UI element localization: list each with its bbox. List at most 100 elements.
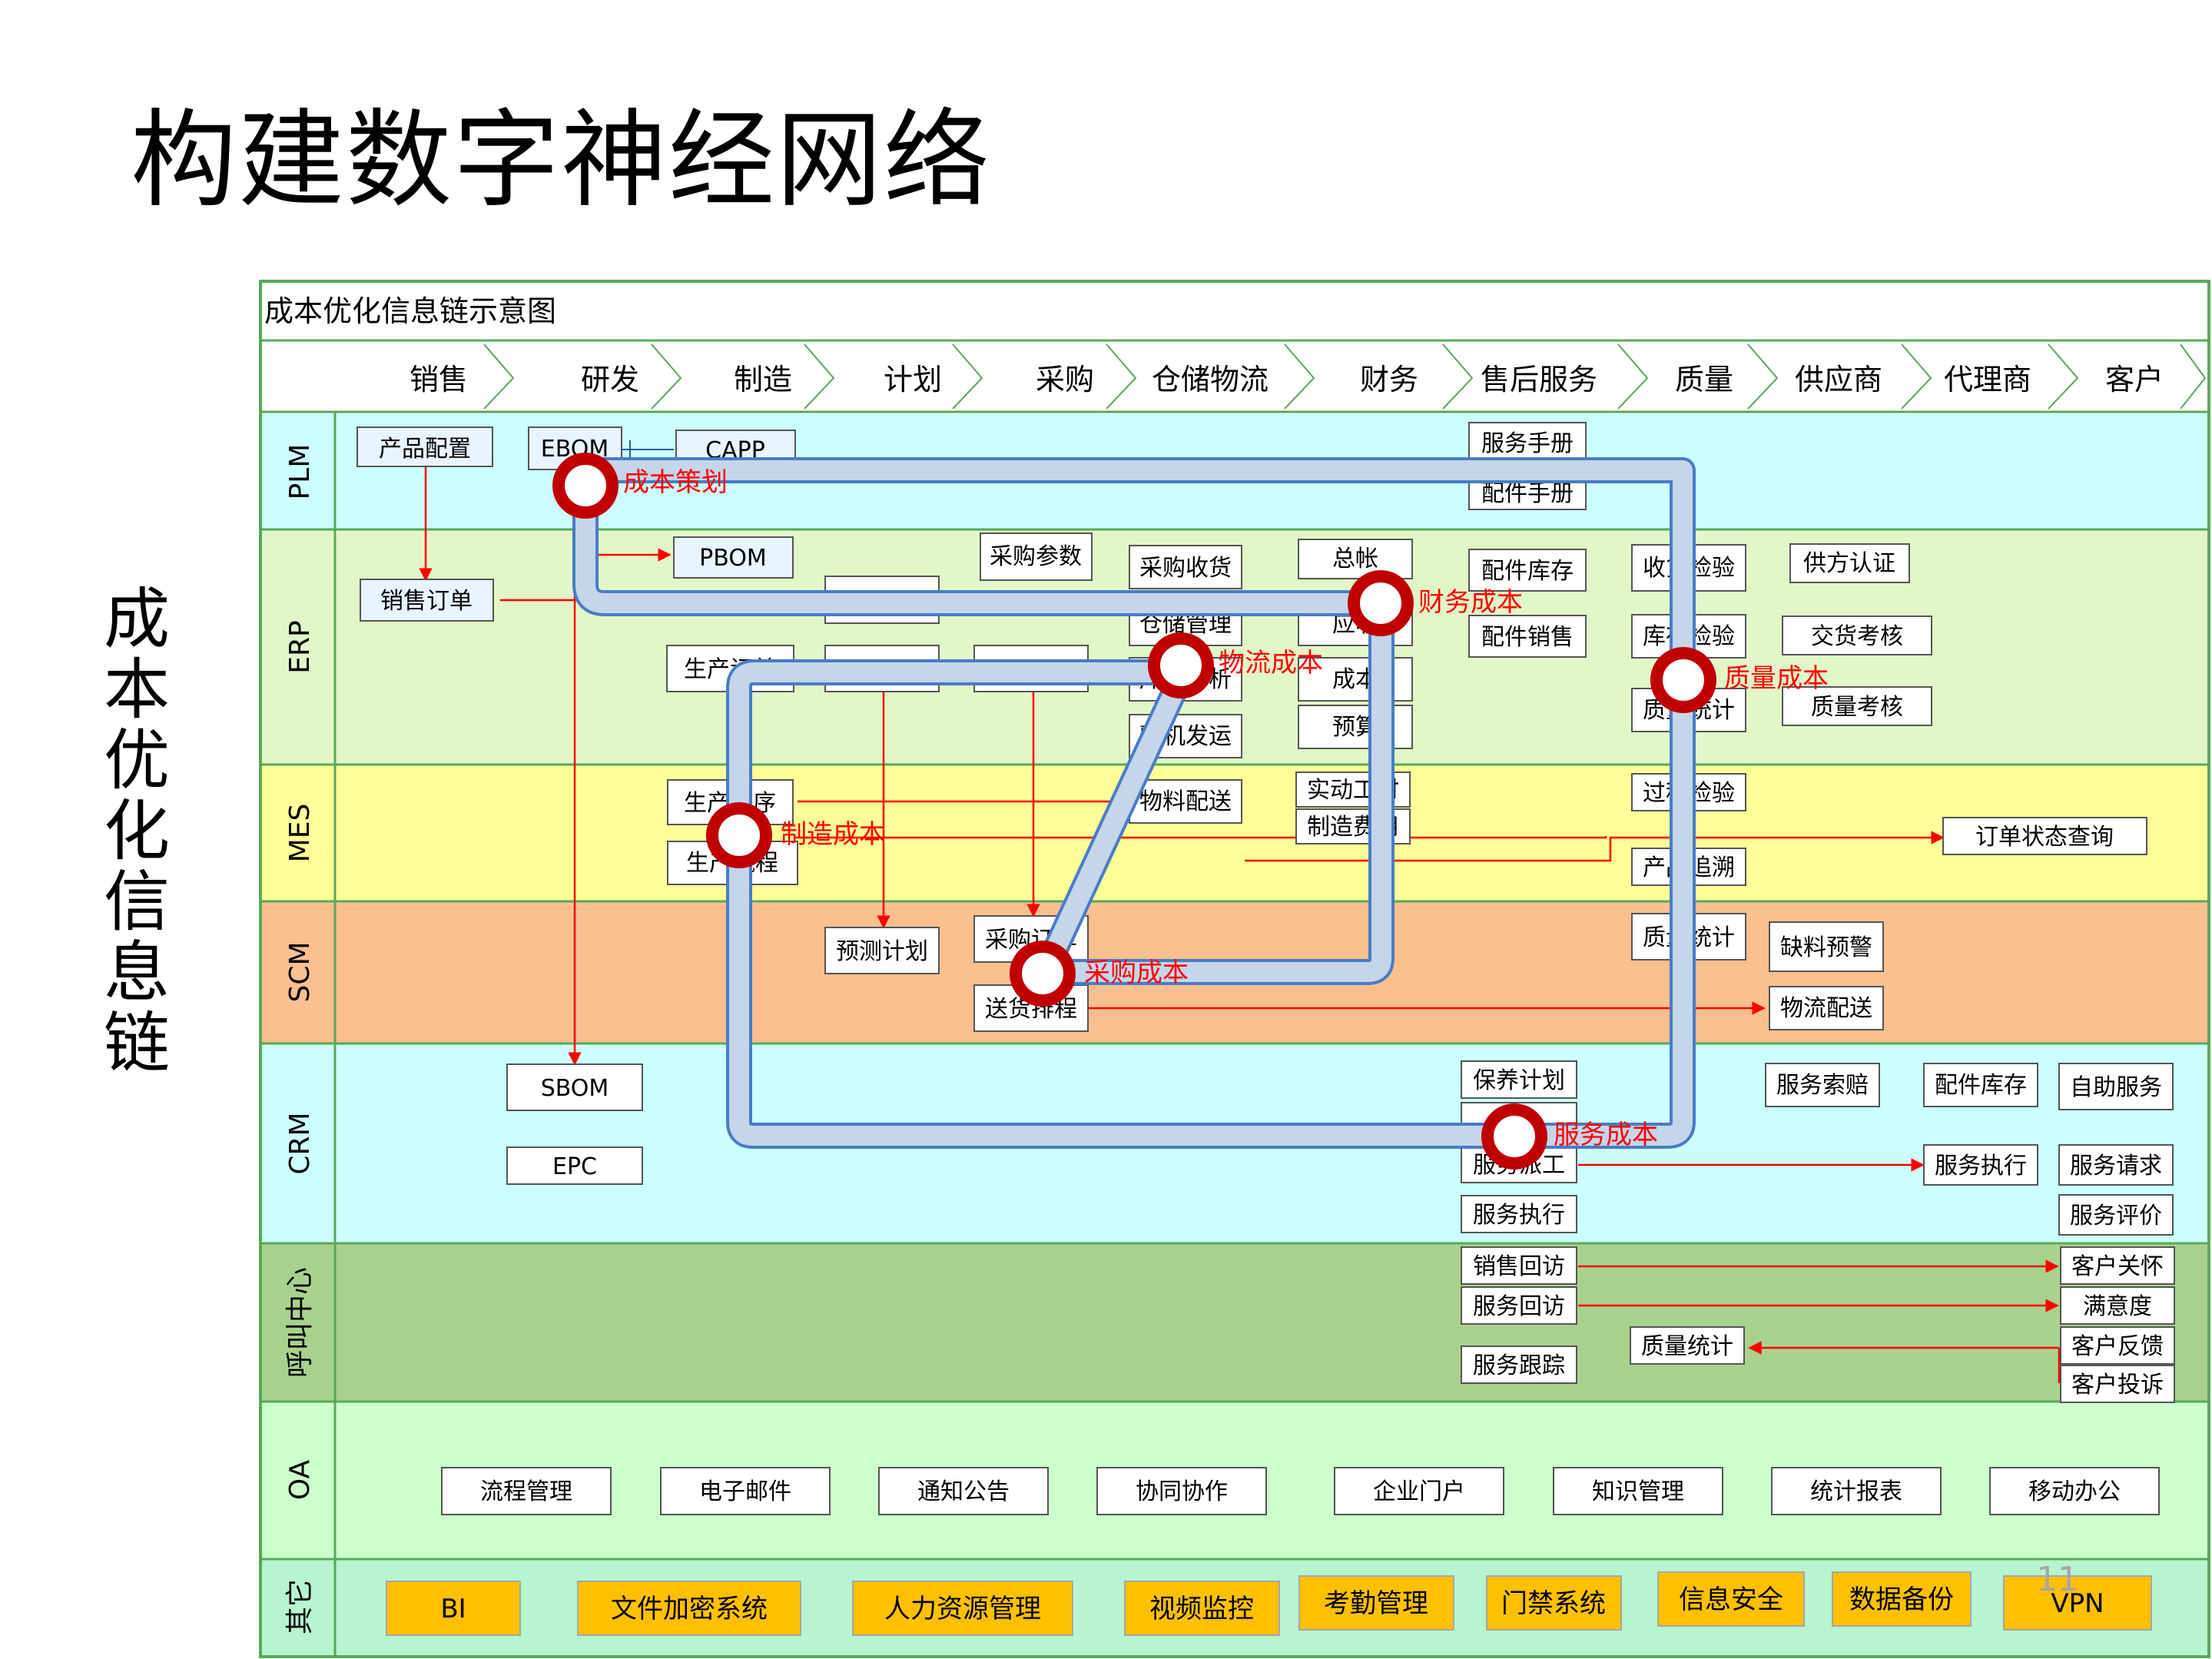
svg-text:客户反馈: 客户反馈	[2071, 1333, 2164, 1360]
svg-text:信息安全: 信息安全	[1679, 1584, 1783, 1615]
box-logistics-delivery: 物流配送	[1769, 986, 1884, 1030]
svg-text:自助服务: 自助服务	[2070, 1074, 2162, 1101]
box-service-execution: 服务执行	[1461, 1195, 1577, 1233]
lane-label-callcenter: 呼叫中心	[284, 1267, 316, 1378]
dept-quality: 质量	[1675, 363, 1733, 397]
oa-mobile: 移动办公	[1989, 1467, 2160, 1515]
other-attendance: 考勤管理	[1298, 1575, 1454, 1631]
svg-text:知识管理: 知识管理	[1592, 1478, 1684, 1505]
svg-text:流程管理: 流程管理	[480, 1478, 572, 1505]
lane-label-scm: SCM	[284, 941, 316, 1002]
svg-text:制造成本: 制造成本	[781, 819, 885, 850]
svg-text:采购成本: 采购成本	[1084, 957, 1189, 988]
box-service-evaluation: 服务评价	[2058, 1194, 2174, 1236]
svg-text:物流成本: 物流成本	[1219, 648, 1323, 679]
svg-text:供方认证: 供方认证	[1803, 550, 1895, 577]
svg-text:物料配送: 物料配送	[1139, 788, 1232, 815]
svg-text:服务跟踪: 服务跟踪	[1473, 1352, 1565, 1379]
other-video-surveillance: 视频监控	[1124, 1581, 1280, 1636]
svg-text:文件加密系统: 文件加密系统	[611, 1594, 768, 1624]
dept-customer: 客户	[2105, 363, 2164, 397]
marker-finance-cost: 财务成本	[1348, 570, 1523, 636]
box-sbom: SBOM	[506, 1063, 643, 1111]
svg-text:配件库存: 配件库存	[1481, 558, 1574, 585]
svg-text:成本策划: 成本策划	[623, 467, 728, 498]
cost-chain-diagram: 成本优化信息链示意图 销售 研发 制造 计划 采购 仓储物流 财务 售后服务 质…	[259, 280, 2210, 1658]
box-service-tracking: 服务跟踪	[1461, 1345, 1577, 1384]
svg-text:服务评价: 服务评价	[2070, 1203, 2162, 1229]
svg-text:BI: BI	[440, 1594, 466, 1624]
dept-supplier: 供应商	[1795, 363, 1882, 397]
svg-text:服务执行: 服务执行	[1935, 1153, 2027, 1180]
box-supplier-certification: 供方认证	[1789, 543, 1910, 583]
svg-text:保养计划: 保养计划	[1473, 1067, 1565, 1094]
box-product-config: 产品配置	[357, 426, 493, 467]
dept-manufacturing: 制造	[734, 363, 792, 397]
svg-text:服务回访: 服务回访	[1473, 1293, 1565, 1320]
marker-cost-planning: 成本策划	[552, 453, 728, 519]
cost-markers: 成本策划 财务成本 物流成本 质量成本 制造成本 采购成本 服务成本	[552, 453, 1829, 1170]
svg-text:客户投诉: 客户投诉	[2071, 1372, 2164, 1399]
box-service-callback: 服务回访	[1461, 1286, 1577, 1325]
cost-route	[572, 457, 1696, 1149]
dept-agent: 代理商	[1944, 363, 2031, 397]
box-shortage-warning: 缺料预警	[1769, 921, 1884, 972]
dept-warehouse-logistics: 仓储物流	[1152, 363, 1269, 397]
svg-text:订单状态查询: 订单状态查询	[1975, 824, 2114, 851]
svg-text:电子邮件: 电子邮件	[699, 1478, 791, 1505]
svg-text:服务成本: 服务成本	[1554, 1120, 1658, 1150]
box-maintenance-plan: 保养计划	[1461, 1060, 1577, 1099]
oa-reports: 统计报表	[1771, 1467, 1942, 1515]
svg-text:数据备份: 数据备份	[1849, 1584, 1954, 1615]
svg-text:服务执行: 服务执行	[1473, 1202, 1565, 1229]
lane-label-plm: PLM	[284, 444, 316, 500]
box-sales-order: 销售订单	[360, 579, 494, 622]
marker-purchasing-cost: 采购成本	[1010, 941, 1189, 1007]
box-customer-care: 客户关怀	[2060, 1246, 2175, 1285]
box-delivery-assessment: 交货考核	[1782, 615, 1932, 655]
svg-text:质量成本: 质量成本	[1724, 663, 1829, 694]
oa-workflow: 流程管理	[441, 1467, 612, 1515]
dept-purchasing: 采购	[1036, 363, 1094, 397]
lane-label-crm: CRM	[284, 1112, 316, 1174]
svg-text:移动办公: 移动办公	[2028, 1478, 2121, 1505]
marker-logistics-cost: 物流成本	[1148, 632, 1323, 698]
oa-portal: 企业门户	[1334, 1467, 1504, 1515]
svg-text:PBOM: PBOM	[699, 545, 767, 572]
dept-rnd: 研发	[581, 363, 639, 397]
dept-sales: 销售	[410, 363, 468, 397]
box-service-claim: 服务索赔	[1765, 1063, 1880, 1107]
svg-text:SBOM: SBOM	[541, 1075, 609, 1102]
connector-arrows	[419, 466, 2061, 1383]
side-title: 成本优化信息链	[104, 581, 170, 1082]
svg-text:门禁系统: 门禁系统	[1501, 1588, 1606, 1619]
svg-text:协同协作: 协同协作	[1136, 1478, 1228, 1505]
svg-text:财务成本: 财务成本	[1418, 587, 1523, 618]
page-number: 11	[2036, 1560, 2079, 1599]
svg-text:采购参数: 采购参数	[990, 543, 1082, 570]
dept-after-sales: 售后服务	[1481, 363, 1597, 397]
svg-text:配件库存: 配件库存	[1935, 1072, 2027, 1099]
box-budget: 预算	[1298, 705, 1413, 749]
svg-text:总帐: 总帐	[1332, 546, 1378, 572]
slide-title: 构建数字神经网络	[131, 98, 992, 222]
box-callcenter-quality-stats: 质量统计	[1630, 1326, 1745, 1365]
svg-text:客户关怀: 客户关怀	[2071, 1253, 2164, 1280]
box-sales-callback: 销售回访	[1461, 1246, 1577, 1285]
svg-text:考勤管理: 考勤管理	[1324, 1588, 1428, 1619]
other-file-encryption: 文件加密系统	[577, 1581, 801, 1636]
svg-text:缺料预警: 缺料预警	[1780, 934, 1872, 961]
lane-label-other: 其它	[284, 1579, 316, 1634]
other-access-control: 门禁系统	[1486, 1575, 1622, 1631]
svg-text:企业门户: 企业门户	[1373, 1478, 1465, 1505]
svg-text:服务手册: 服务手册	[1481, 430, 1574, 457]
marker-quality-cost: 质量成本	[1650, 647, 1829, 713]
svg-text:统计报表: 统计报表	[1810, 1478, 1902, 1505]
svg-text:EPC: EPC	[552, 1153, 597, 1180]
dept-planning: 计划	[884, 363, 942, 397]
svg-text:配件销售: 配件销售	[1481, 624, 1574, 651]
svg-text:质量考核: 质量考核	[1811, 694, 1903, 721]
marker-manufacturing-cost: 制造成本	[706, 802, 885, 868]
svg-text:质量统计: 质量统计	[1641, 1333, 1733, 1360]
oa-announcements: 通知公告	[878, 1467, 1049, 1515]
